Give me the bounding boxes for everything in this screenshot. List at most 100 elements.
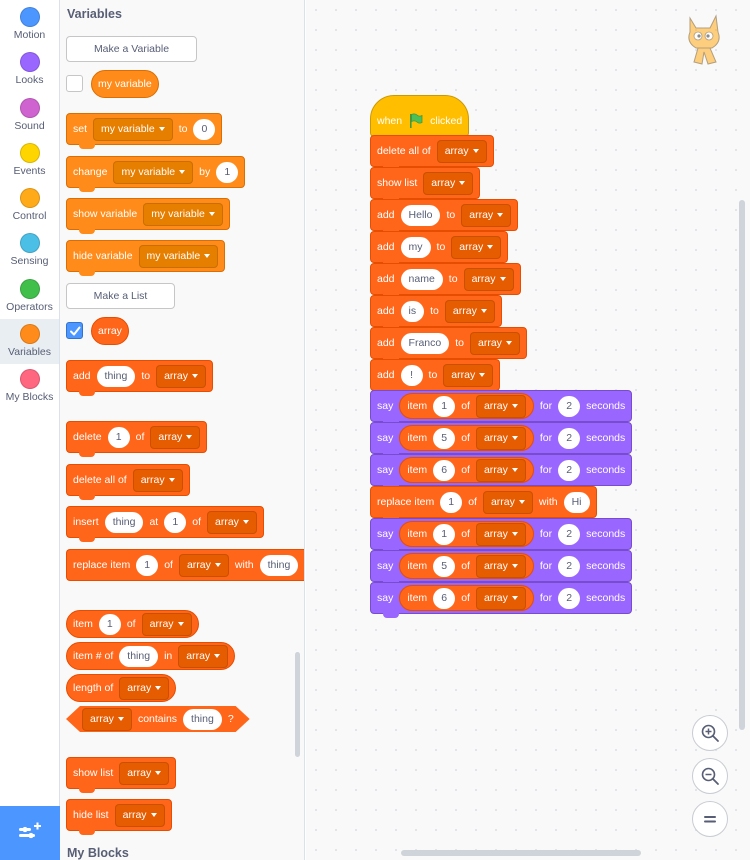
change-variable-block[interactable]: change my variable by 1	[66, 156, 246, 192]
index-input[interactable]: 5	[433, 555, 456, 577]
palette-scrollbar[interactable]	[295, 652, 300, 757]
item-input[interactable]: Hi	[563, 491, 590, 513]
list-dropdown[interactable]: array	[475, 426, 526, 450]
script-add-block[interactable]: add my to array	[370, 231, 509, 267]
item-of-list-reporter[interactable]: item 5 of array	[399, 425, 534, 451]
my-variable-checkbox[interactable]	[66, 75, 83, 92]
variable-dropdown[interactable]: my variable	[113, 160, 194, 184]
list-dropdown[interactable]: array	[443, 363, 494, 387]
list-dropdown[interactable]: array	[444, 299, 495, 323]
index-input[interactable]: 1	[433, 523, 456, 545]
list-dropdown[interactable]: array	[475, 554, 526, 578]
item-of-list-reporter[interactable]: item 1 of array	[399, 393, 534, 419]
delete-all-block[interactable]: delete all of array	[66, 464, 190, 500]
script-workspace[interactable]: when clicked delete all of array show li…	[306, 0, 750, 860]
item-input[interactable]: Hello	[400, 204, 441, 226]
value-input[interactable]: 0	[193, 118, 216, 140]
script-replace-item-block[interactable]: replace item 1 of array with Hi	[370, 486, 597, 522]
zoom-out-button[interactable]	[692, 758, 728, 794]
script-say-for-secs-block[interactable]: say item 6 of array for 2 seconds	[370, 454, 633, 490]
make-list-button[interactable]: Make a List	[66, 283, 175, 309]
item-input[interactable]: name	[400, 268, 443, 290]
index-input[interactable]: 5	[433, 427, 456, 449]
length-of-list-reporter[interactable]: length of array	[66, 674, 177, 702]
script-add-block[interactable]: add Hello to array	[370, 199, 519, 235]
index-input[interactable]: 1	[107, 426, 130, 448]
list-dropdown[interactable]: array	[451, 235, 502, 259]
list-dropdown[interactable]: array	[461, 203, 512, 227]
variable-dropdown[interactable]: my variable	[138, 244, 219, 268]
item-of-list-reporter[interactable]: item 6 of array	[399, 585, 534, 611]
script-add-block[interactable]: add Franco to array	[370, 327, 527, 363]
item-input[interactable]: thing	[104, 511, 144, 533]
list-contains-boolean[interactable]: array contains thing ?	[66, 706, 250, 732]
delete-item-block[interactable]: delete 1 of array	[66, 421, 208, 457]
category-sensing[interactable]: Sensing	[0, 228, 59, 273]
zoom-in-button[interactable]	[692, 715, 728, 751]
category-operators[interactable]: Operators	[0, 274, 59, 319]
index-input[interactable]: 6	[433, 587, 456, 609]
category-variables[interactable]: Variables	[0, 319, 59, 364]
list-dropdown[interactable]: array	[463, 267, 514, 291]
item-input[interactable]: thing	[96, 365, 136, 387]
item-of-list-reporter[interactable]: item 6 of array	[399, 457, 534, 483]
array-checkbox[interactable]	[66, 322, 83, 339]
list-dropdown[interactable]: array	[178, 644, 229, 668]
variable-dropdown[interactable]: my variable	[143, 202, 223, 226]
index-input[interactable]: 1	[98, 613, 121, 635]
list-dropdown[interactable]: array	[114, 803, 165, 827]
list-dropdown[interactable]: array	[150, 425, 201, 449]
seconds-input[interactable]: 2	[558, 459, 581, 481]
replace-item-block[interactable]: replace item 1 of array with thing	[66, 549, 304, 581]
script-delete-all-block[interactable]: delete all of array	[370, 135, 494, 171]
list-dropdown[interactable]: array	[207, 510, 257, 534]
workspace-vertical-scrollbar[interactable]	[739, 200, 745, 730]
script-show-list-block[interactable]: show list array	[370, 167, 481, 203]
seconds-input[interactable]: 2	[558, 587, 581, 609]
seconds-input[interactable]: 2	[558, 555, 581, 577]
item-input[interactable]: Franco	[400, 332, 450, 354]
index-input[interactable]: 6	[433, 459, 456, 481]
list-dropdown[interactable]: array	[482, 490, 533, 514]
index-input[interactable]: 1	[136, 554, 159, 576]
list-dropdown[interactable]: array	[475, 458, 526, 482]
item-input[interactable]: thing	[259, 554, 299, 576]
list-dropdown[interactable]: array	[178, 553, 229, 577]
item-number-reporter[interactable]: item # of thing in array	[66, 642, 236, 670]
add-extension-button[interactable]	[0, 806, 60, 860]
index-input[interactable]: 1	[433, 395, 456, 417]
list-dropdown[interactable]: array	[132, 468, 183, 492]
list-dropdown[interactable]: array	[423, 171, 474, 195]
list-dropdown[interactable]: array	[82, 708, 132, 731]
list-dropdown[interactable]: array	[156, 364, 207, 388]
list-reporter[interactable]: array	[91, 317, 129, 345]
category-control[interactable]: Control	[0, 183, 59, 228]
list-dropdown[interactable]: array	[141, 612, 192, 636]
hide-list-block[interactable]: hide list array	[66, 799, 172, 835]
item-of-list-reporter[interactable]: item 1 of array	[399, 521, 534, 547]
category-sound[interactable]: Sound	[0, 93, 59, 138]
list-dropdown[interactable]: array	[469, 331, 520, 355]
show-variable-block[interactable]: show variable my variable	[66, 198, 230, 234]
value-input[interactable]: 1	[216, 161, 239, 183]
make-variable-button[interactable]: Make a Variable	[66, 36, 197, 62]
seconds-input[interactable]: 2	[558, 395, 581, 417]
item-input[interactable]: thing	[183, 709, 222, 730]
list-dropdown[interactable]: array	[119, 761, 170, 785]
add-to-list-block[interactable]: add thing to array	[66, 360, 214, 396]
category-looks[interactable]: Looks	[0, 47, 59, 92]
category-motion[interactable]: Motion	[0, 2, 59, 47]
zoom-reset-button[interactable]	[692, 801, 728, 837]
item-input[interactable]: thing	[119, 645, 159, 667]
list-dropdown[interactable]: array	[436, 139, 487, 163]
list-dropdown[interactable]: array	[475, 586, 526, 610]
script-say-for-secs-block[interactable]: say item 6 of array for 2 seconds	[370, 582, 633, 618]
item-of-list-reporter[interactable]: item 1 of array	[66, 610, 199, 638]
script-say-for-secs-block[interactable]: say item 1 of array for 2 seconds	[370, 390, 633, 426]
list-dropdown[interactable]: array	[475, 522, 526, 546]
variable-reporter[interactable]: my variable	[91, 70, 159, 98]
variable-dropdown[interactable]: my variable	[93, 117, 173, 141]
index-input[interactable]: 1	[440, 491, 463, 513]
script-add-block[interactable]: add ! to array	[370, 359, 501, 395]
item-input[interactable]: !	[400, 364, 423, 386]
